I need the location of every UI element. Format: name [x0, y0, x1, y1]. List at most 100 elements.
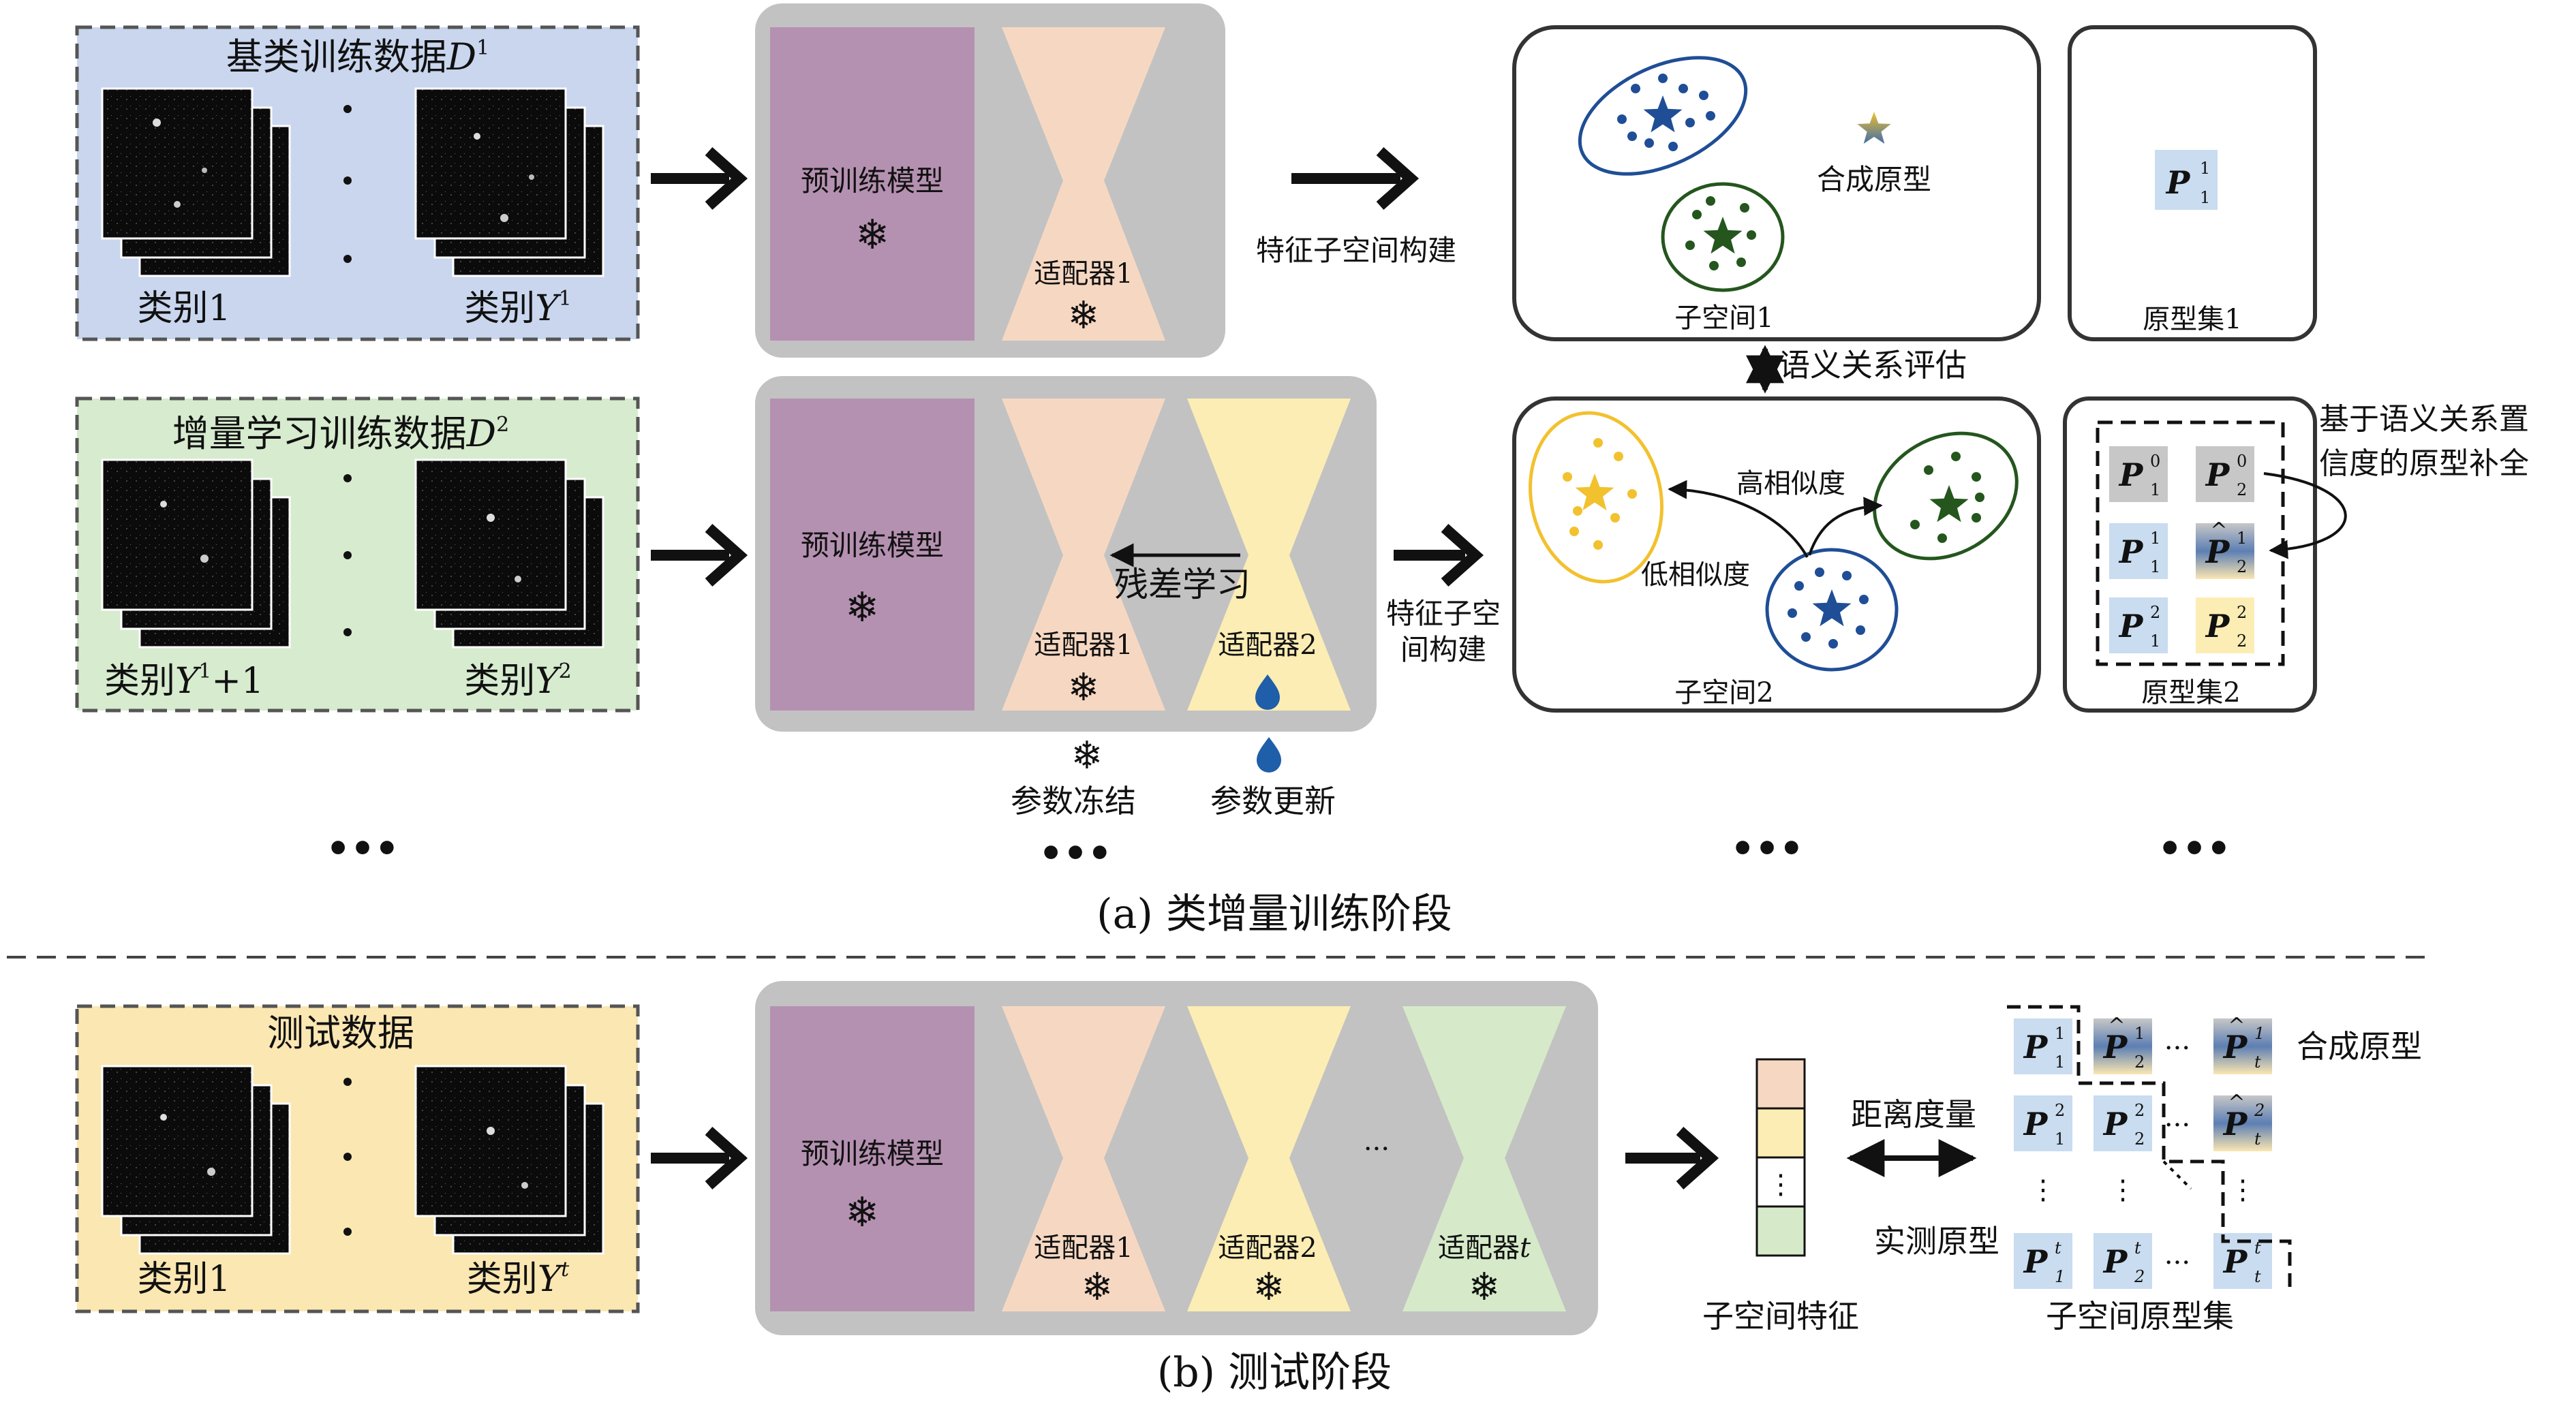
star-icon: [1575, 473, 1614, 511]
class-label-first: 类别Y1+1: [104, 659, 264, 702]
subspace-feature-label: 子空间特征: [1702, 1298, 1859, 1335]
feature-point: [1788, 608, 1797, 618]
adapter1-label: 适配器1: [1034, 1232, 1133, 1264]
subspace-build-label: 特征子空间构建: [1256, 234, 1456, 267]
feature-point: [1614, 452, 1623, 461]
row-dots: ···: [2164, 1033, 2190, 1064]
subspace1-label: 子空间1: [1674, 302, 1773, 334]
proto-sup: 1: [2134, 1024, 2145, 1043]
feature-point: [1593, 540, 1603, 550]
proto-symbol: P: [2102, 1243, 2128, 1280]
proto-sub: t: [2254, 1267, 2261, 1286]
proto-symbol: P: [2118, 533, 2144, 570]
droplet-icon: [1255, 674, 1280, 710]
inc-model-module: 预训练模型 ❄ 残差学习 适配器1 ❄ 适配器2: [755, 376, 1377, 732]
subspace1-panel: 合成原型 子空间1: [1512, 25, 2041, 341]
feature-point: [1685, 240, 1695, 250]
adapter-shape: [1002, 27, 1165, 341]
feature-point: [1801, 632, 1811, 642]
completion-label: 基于语义关系置: [2319, 402, 2529, 437]
proto-symbol: P: [2118, 608, 2144, 644]
proto-cell: [2094, 1018, 2152, 1074]
col-dots: ⋮: [2229, 1174, 2256, 1206]
semantic-eval-label: 语义关系评估: [1779, 347, 1967, 384]
snowflake-icon: ❄: [1469, 1265, 1501, 1309]
star-icon: [1812, 589, 1852, 627]
inc-data-title: 增量学习训练数据D2: [172, 412, 509, 455]
inc-data-panel: 增量学习训练数据D2 类别Y1+1 类别Y2: [75, 396, 640, 713]
proto-sub: 2: [2134, 1130, 2145, 1149]
proto-cell: [2196, 523, 2254, 579]
sar-image-stack: [414, 87, 604, 277]
feature-point: [1706, 196, 1715, 206]
proto-cell: [2196, 597, 2254, 653]
proto-symbol: P: [2023, 1106, 2049, 1142]
feature-point: [1685, 118, 1695, 127]
snowflake-icon: ❄: [1068, 294, 1100, 338]
thick-right-arrow-icon: [651, 147, 748, 210]
feature-point: [1569, 527, 1579, 536]
thick-right-arrow-icon: [651, 1127, 748, 1189]
proto-sup: 2: [2150, 603, 2160, 622]
proto-sup: t: [2055, 1239, 2061, 1258]
stage-b-label: (b) 测试阶段: [1157, 1349, 1392, 1397]
proto-symbol: P: [2118, 456, 2144, 493]
diag-dots: [2162, 1160, 2192, 1190]
snowflake-icon: ❄: [845, 1189, 879, 1236]
feature-point: [1924, 465, 1933, 475]
proto-hat: ^: [2228, 1091, 2245, 1115]
thick-right-arrow-icon: [651, 524, 748, 587]
feature-point: [1859, 595, 1869, 604]
snowflake-icon: ❄: [845, 584, 879, 632]
proto-sub: 1: [2055, 1053, 2065, 1072]
feature-point: [1627, 131, 1637, 141]
feature-point: [1709, 261, 1719, 270]
proto-cell: [2109, 446, 2168, 502]
feature-point: [1747, 230, 1756, 240]
feature-point: [1617, 114, 1627, 124]
proto-cell: [2014, 1095, 2072, 1151]
snowflake-icon: ❄: [1253, 1265, 1285, 1309]
proto-symbol: P: [2205, 533, 2230, 570]
feature-point: [1910, 520, 1920, 529]
feature-point: [1856, 625, 1865, 635]
subspace2-panel: 高相似度 低相似度 子空间2: [1512, 396, 2041, 713]
feature-point: [1794, 581, 1804, 591]
subspace-build-label: 间构建: [1400, 633, 1486, 666]
proto-sup: 1: [2055, 1024, 2065, 1043]
proto-symbol: P: [2165, 164, 2191, 201]
proto-symbol: P: [2222, 1029, 2248, 1065]
snowflake-icon: ❄: [1082, 1265, 1114, 1309]
proto-sub: 2: [2237, 557, 2247, 576]
adapter-shape: [1002, 399, 1165, 711]
proto-cell: [2109, 597, 2168, 653]
proto-sub: t: [2254, 1130, 2261, 1149]
thick-right-arrow-icon: [1394, 524, 1484, 587]
ellipsis: •••: [1730, 826, 1803, 871]
proto-hat: ^: [2210, 518, 2227, 542]
cluster-centers: [1575, 473, 1969, 627]
adaptert-label: 适配器t: [1438, 1232, 1531, 1264]
proto-sup: 1: [2200, 159, 2210, 178]
ellipsis: •••: [2158, 826, 2230, 871]
proto-cell: [2196, 446, 2254, 502]
feature-point: [1975, 493, 1984, 502]
low-sim-arrow: [1668, 480, 1809, 558]
col-dots: ⋮: [2029, 1174, 2057, 1206]
residual-label: 残差学习: [1114, 565, 1251, 604]
pretrained-model-label: 预训练模型: [801, 529, 944, 562]
feature-point: [1631, 84, 1640, 93]
high-sim-arrow: [1808, 497, 1883, 556]
feature-point: [1842, 571, 1852, 580]
feature-point: [1699, 91, 1708, 100]
subspace-build-label: 特征子空: [1386, 597, 1501, 630]
update-label: 参数更新: [1210, 783, 1336, 820]
feature-point: [1627, 489, 1637, 499]
proto-sub: 1: [2150, 557, 2160, 576]
proto-symbol: P: [2023, 1243, 2049, 1280]
proto-cell: [2213, 1018, 2272, 1074]
feature-point: [1815, 567, 1824, 577]
feature-point: [1951, 452, 1961, 461]
adapter-shape: [1187, 1006, 1351, 1311]
